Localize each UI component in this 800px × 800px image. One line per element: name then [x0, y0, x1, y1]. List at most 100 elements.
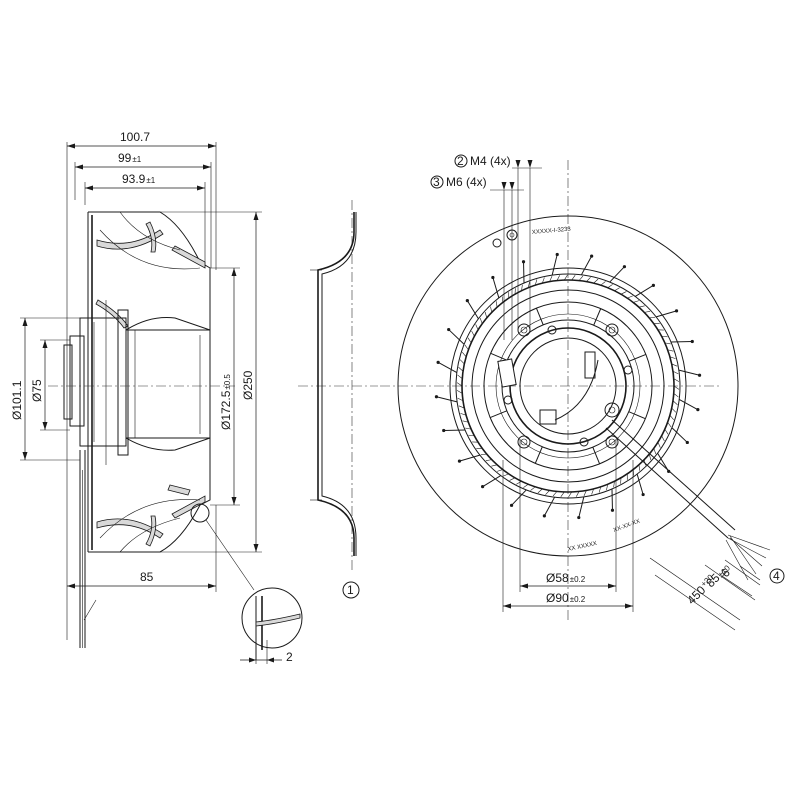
ring-tooth [457, 397, 464, 402]
depth-99-label: 99 [118, 151, 132, 165]
ring-tooth [523, 484, 529, 488]
ring-tooth [669, 415, 674, 420]
blade-tip [578, 496, 585, 518]
svg-text:Ø58±0.2: Ø58±0.2 [546, 571, 586, 585]
blade-tip-dot [434, 395, 439, 399]
ring-tooth [673, 385, 680, 390]
ring-tooth [480, 453, 487, 456]
dia-90-label: Ø90 [546, 591, 569, 605]
part-number-bottom: XX XXXXX [567, 541, 597, 553]
callout-4: 4 [773, 569, 780, 583]
depth-93-label: 93.9 [122, 172, 146, 186]
blade-tip-dot [590, 254, 594, 258]
ring-tooth [664, 342, 671, 345]
ring-tooth [479, 317, 483, 324]
ring-tooth [598, 486, 602, 493]
ring-tooth [571, 275, 576, 281]
ring-tooth [545, 490, 550, 495]
ring-tooth [465, 427, 472, 430]
ring-tooth [464, 344, 469, 350]
blade-tip [636, 473, 644, 495]
blade-tip [678, 398, 699, 411]
blade-tip [634, 284, 654, 297]
ring-tooth [491, 464, 498, 467]
overall-depth-label: 100.7 [120, 130, 150, 144]
ring-tooth [496, 469, 503, 472]
ring-tooth [564, 274, 568, 281]
ring-tooth [495, 301, 498, 308]
blade-tip-dot [542, 514, 546, 518]
ring-tooth [600, 281, 606, 286]
blade-tip [551, 254, 558, 276]
ring-tooth [667, 349, 674, 352]
ring-tooth [527, 281, 530, 288]
ring-tooth [614, 287, 620, 291]
ring-tooth [460, 413, 467, 416]
ring-tooth [552, 491, 558, 497]
ring-tooth [467, 337, 472, 344]
ring-tooth [509, 477, 516, 481]
blade-tip [482, 475, 502, 488]
ring-tooth [644, 311, 651, 313]
ring-tooth [672, 400, 678, 405]
ring-tooth [653, 448, 657, 455]
ring-tooth [669, 356, 676, 359]
blade-tip-dot [457, 459, 462, 463]
ring-tooth [560, 491, 565, 497]
dia-58-label: Ø58 [546, 571, 569, 585]
ring-tooth [534, 279, 538, 286]
ring-tooth [462, 352, 467, 357]
ring-tooth [583, 490, 587, 496]
blade-tip [492, 277, 500, 299]
outer-dia-label: Ø250 [241, 370, 255, 400]
blade-tip [655, 310, 677, 318]
dia-90-tol: ±0.2 [570, 595, 586, 604]
blade-tip-dot [521, 260, 526, 264]
ring-tooth [673, 378, 680, 382]
ring-tooth [456, 390, 463, 394]
blade-tip-dot [690, 339, 694, 344]
side-view: 100.7 99±1 93.9±1 [10, 130, 303, 664]
blade-tip-dot [641, 492, 645, 497]
front-view: XXXXX-I-3233 XX XXXXX XX-XX-XX 2 M4 (4x)… [380, 154, 785, 631]
blade-tip [448, 329, 465, 345]
blade-tip [580, 255, 593, 276]
ring-tooth [456, 382, 463, 387]
blade-tip-dot [674, 309, 679, 313]
blade-tip-dot [481, 485, 485, 489]
svg-text:Ø90±0.2: Ø90±0.2 [546, 591, 586, 605]
ring-tooth [593, 278, 599, 284]
blade-tip [436, 396, 458, 403]
ring-tooth [457, 374, 463, 379]
blade-tip-dot [447, 327, 451, 332]
ring-tooth [620, 291, 627, 295]
inlet-ring-view: 1 [298, 200, 378, 599]
blade-tip [609, 266, 625, 283]
ring-tooth [537, 488, 543, 494]
ring-tooth [458, 367, 464, 372]
hub-spoke [593, 308, 602, 326]
hub-spoke [592, 446, 601, 465]
ring-tooth [638, 464, 641, 471]
ring-tooth [633, 300, 640, 303]
blade-tip-dot [651, 283, 655, 287]
ring-tooth [503, 473, 509, 477]
ring-tooth [568, 491, 572, 498]
blade-tip [466, 300, 479, 320]
hub-dia-label: Ø101.1 [10, 380, 24, 420]
blade-tip-dot [509, 503, 514, 507]
ring-tooth [578, 275, 584, 281]
part-number-side: XX-XX-XX [613, 519, 641, 534]
svg-text:Ø172.5±0.5: Ø172.5±0.5 [219, 374, 233, 430]
hub-spoke [628, 411, 646, 420]
ring-tooth [549, 276, 553, 282]
ring-tooth [664, 428, 669, 435]
hub-spoke [628, 353, 647, 362]
hub-spoke [534, 446, 543, 464]
ring-tooth [462, 420, 469, 423]
ring-tooth [671, 407, 677, 413]
blade-tip-dot [465, 299, 469, 303]
ring-tooth [606, 484, 609, 491]
blade-tip-dot [555, 252, 559, 257]
dia-58-tol: ±0.2 [570, 575, 586, 584]
